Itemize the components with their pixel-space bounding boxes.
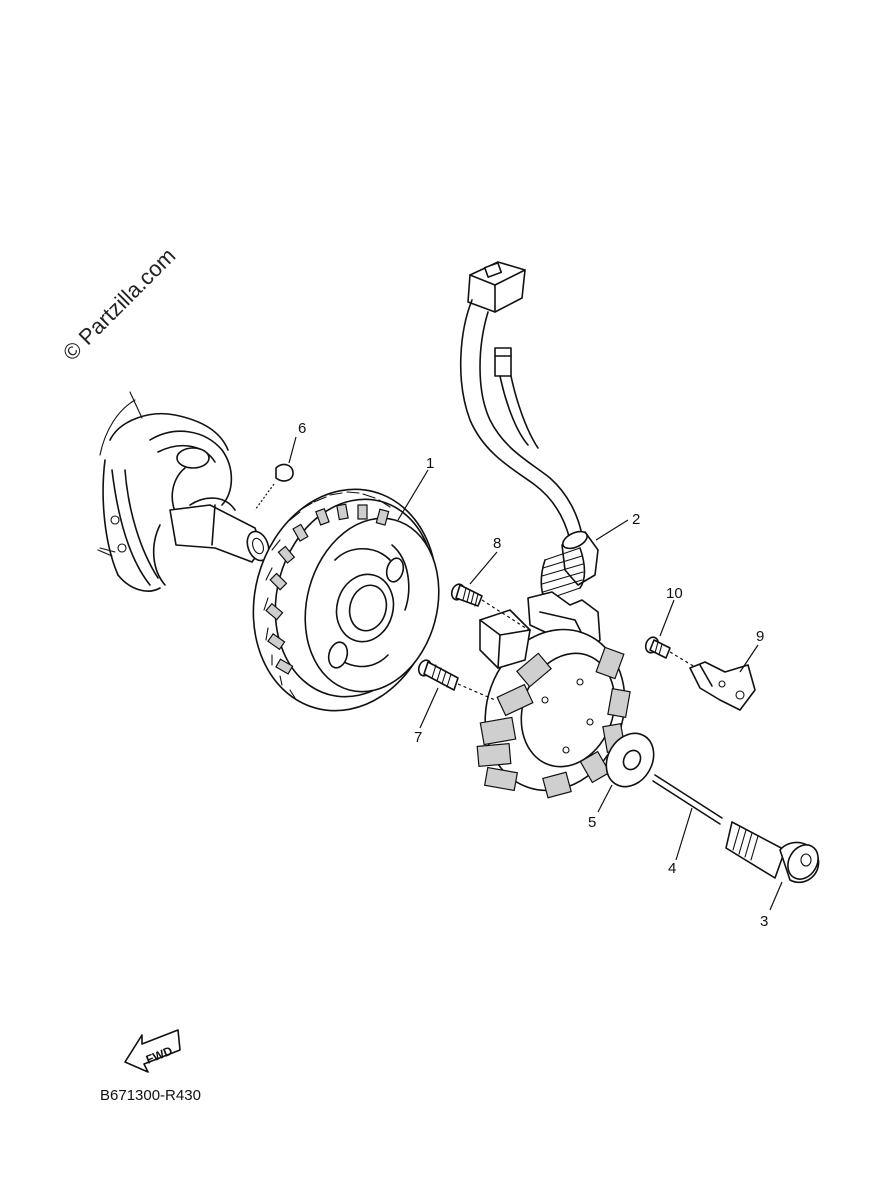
bolt-8-part [450,551,533,633]
callout-labels: 1 2 3 4 5 6 7 8 9 10 [298,420,768,930]
diagram-code: B671300-R430 [100,1087,201,1104]
rotor-part [252,469,440,712]
callout-8: 8 [493,535,501,552]
callout-4: 4 [668,860,676,877]
fwd-arrow-icon: FWD [124,1029,181,1073]
crankshaft-drawing [97,391,270,592]
woodruff-key-part [254,436,297,511]
callout-2: 2 [632,511,640,528]
bolt-7-part [417,659,496,729]
watermark-text: © Partzilla.com [58,243,181,366]
callout-9: 9 [756,628,764,645]
callout-1: 1 [426,455,434,472]
callout-6: 6 [298,420,306,437]
lead-clamp-part [689,644,759,711]
o-ring-part [652,774,723,861]
callout-5: 5 [588,814,596,831]
bolt-3-part [725,821,820,911]
washer-part [597,732,655,813]
stator-assembly-part [459,261,631,799]
callout-10: 10 [666,585,683,602]
bolt-10-part [644,599,701,671]
callout-3: 3 [760,913,768,930]
callout-7: 7 [414,729,422,746]
